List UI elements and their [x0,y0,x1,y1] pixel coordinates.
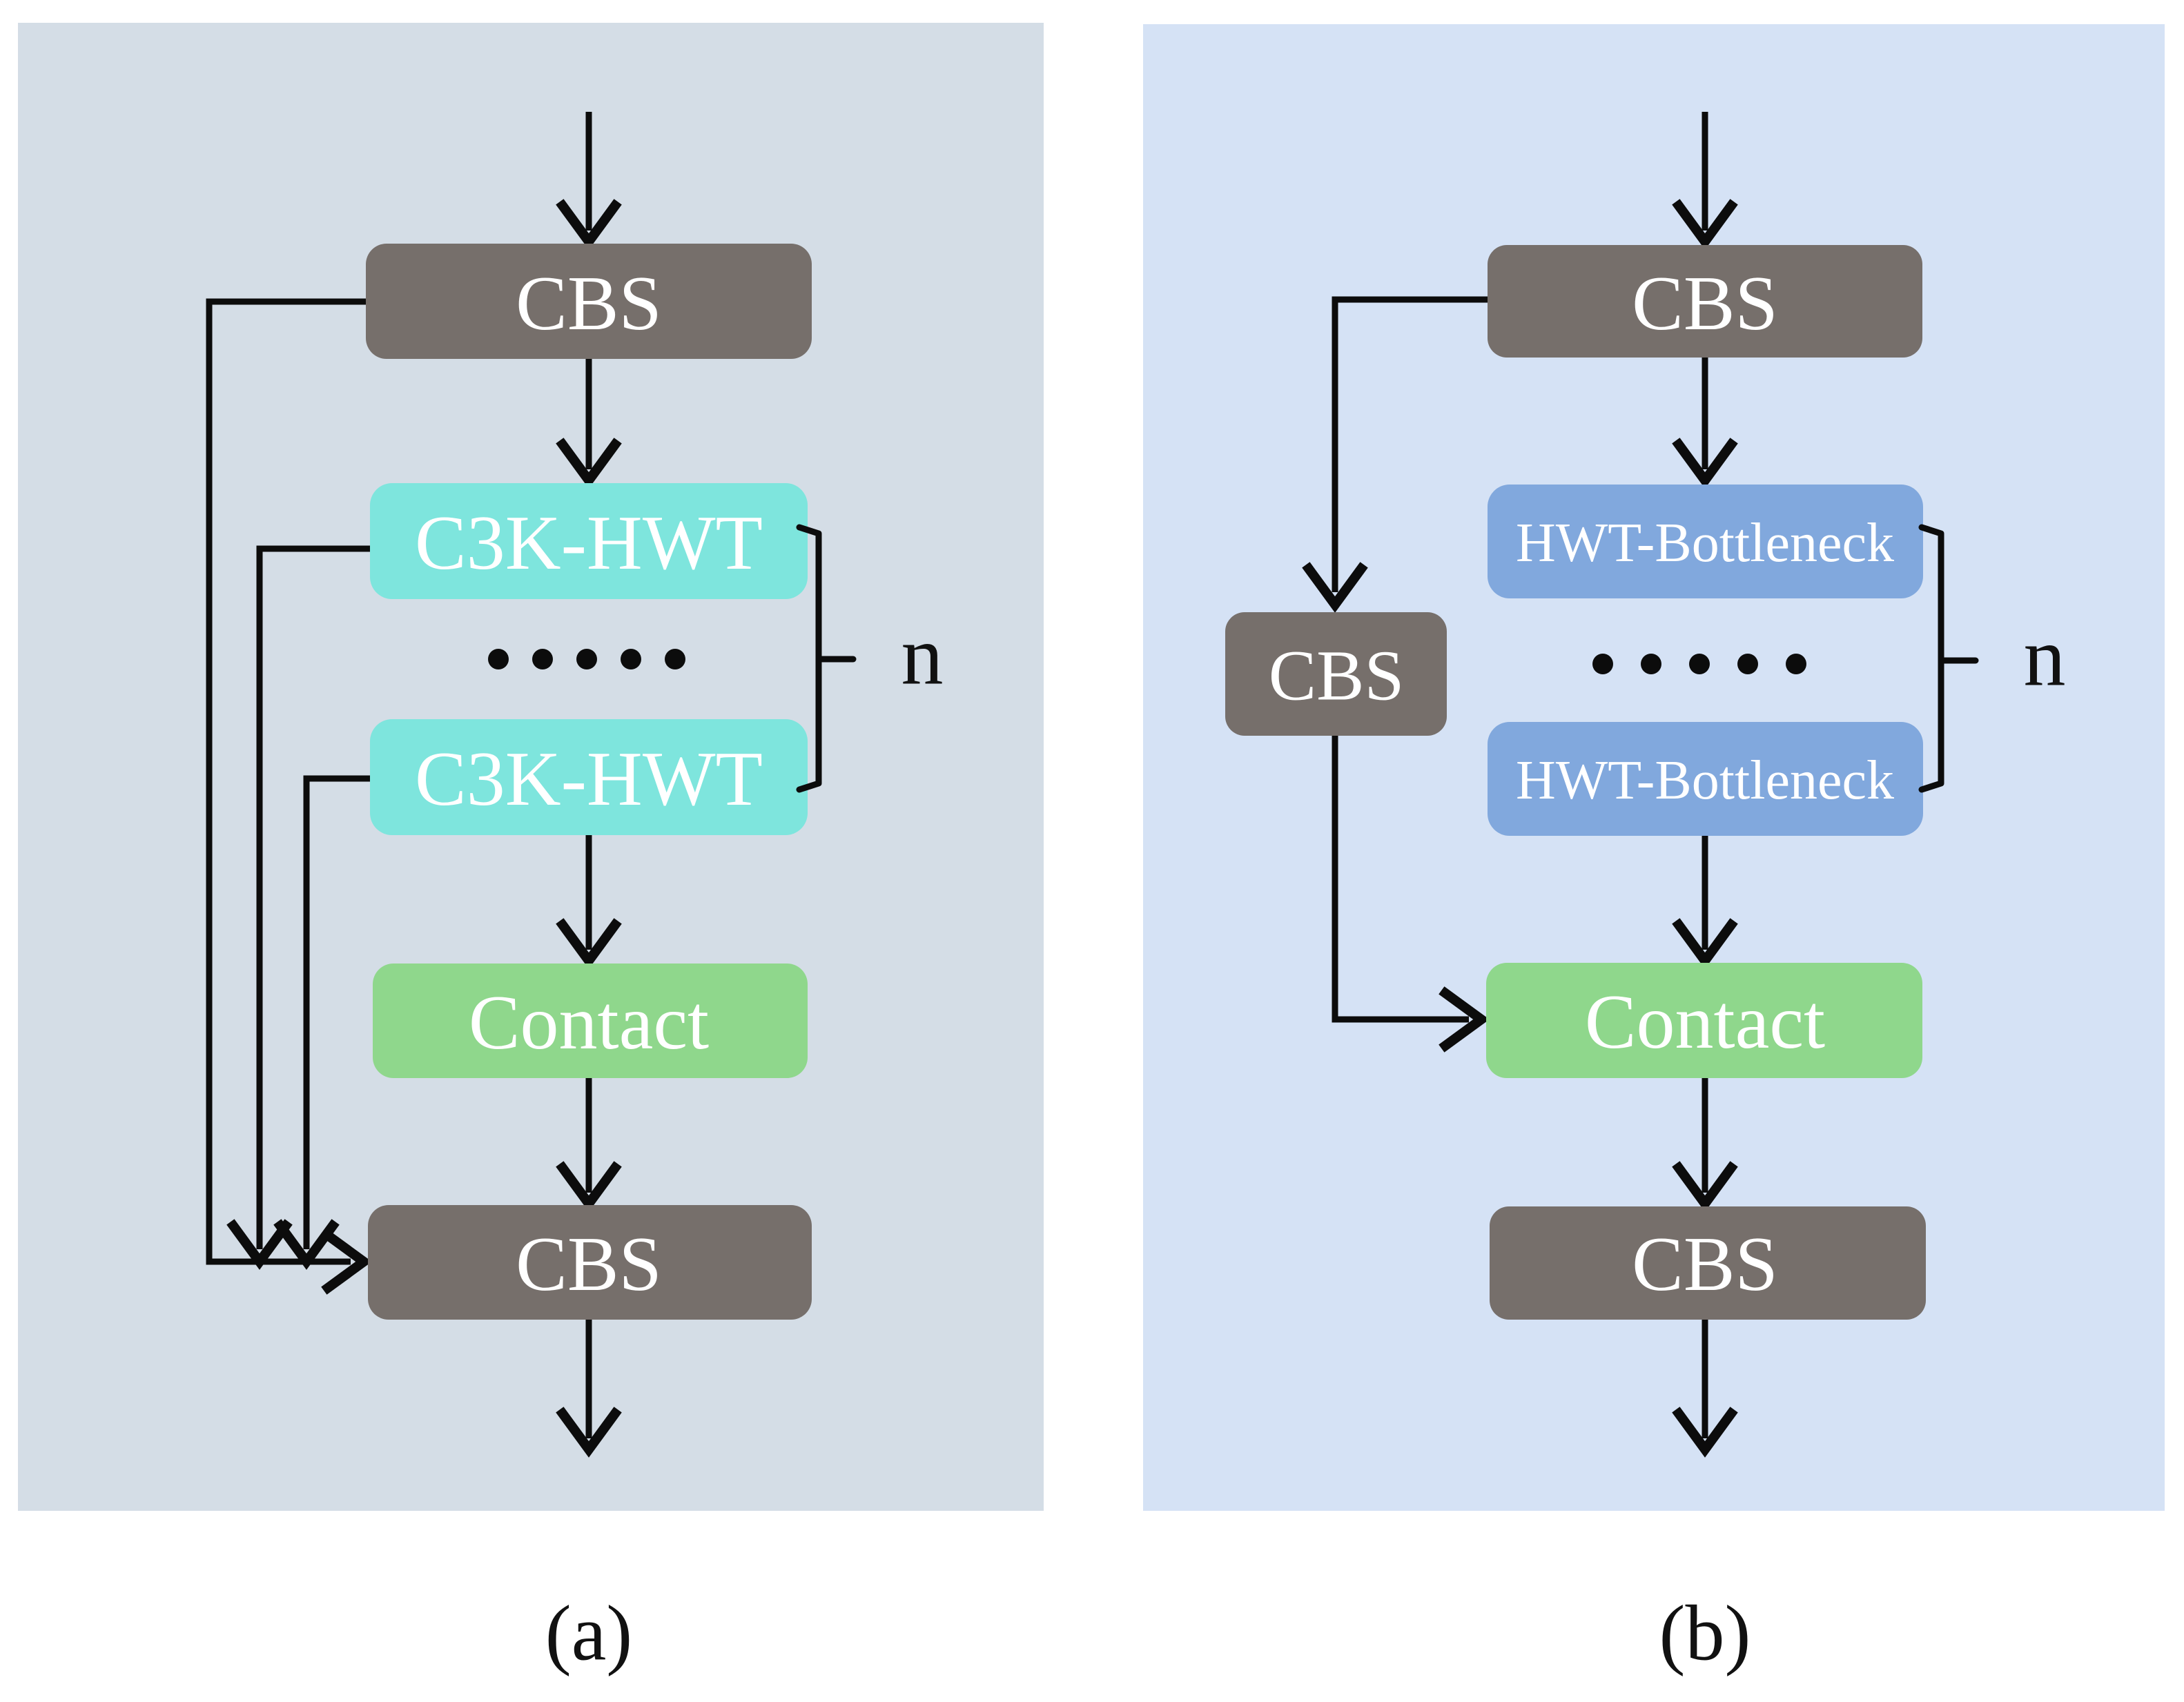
node-label-cbs-top-a: CBS [516,261,662,346]
arrowhead-down-icon [1672,1407,1738,1458]
ellipsis-dots-b [1592,654,1806,674]
node-c3k-hwt-1-a: C3K-HWT [370,483,808,599]
arrowhead-down-icon [1672,918,1738,969]
skip-connection-c3k2-to-merge-a [273,775,370,1270]
flow-arrow-contact-to-cbs-a [556,1078,622,1212]
node-label-cbs-top-b: CBS [1632,261,1778,346]
node-hwt-bottleneck-2-b: HWT-Bottleneck [1488,722,1923,836]
ellipsis-dot-icon [488,649,509,669]
arrowhead-down-icon [1672,199,1738,250]
node-hwt-bottleneck-1-b: HWT-Bottleneck [1488,485,1923,598]
arrowhead-right-icon [1439,986,1490,1053]
node-label-contact-b: Contact [1585,979,1825,1065]
ellipsis-dots-a [488,649,685,669]
ellipsis-dot-icon [1737,654,1758,674]
node-label-cbs-bottom-a: CBS [516,1222,662,1307]
arrowhead-down-icon [1302,562,1368,613]
flow-arrow-into-cbs-top-a [556,112,622,250]
node-label-contact-a: Contact [469,980,709,1066]
node-cbs-bottom-a: CBS [368,1205,812,1320]
ellipsis-dot-icon [1592,654,1613,674]
ellipsis-dot-icon [532,649,553,669]
arrowhead-down-icon [556,438,622,489]
node-label-c3k-hwt-1-a: C3K-HWT [415,500,763,586]
flow-arrow-c3k2-to-contact-a [556,835,622,969]
ellipsis-dot-icon [1689,654,1710,674]
node-cbs-top-a: CBS [366,244,812,359]
flow-arrow-contact-to-cbs-b [1672,1078,1738,1212]
arrowhead-down-icon [273,1219,340,1270]
ellipsis-dot-icon [1641,654,1661,674]
node-cbs-side-b: CBS [1225,612,1447,736]
arrowhead-down-icon [1672,1161,1738,1212]
node-label-hwt-bottleneck-1-b: HWT-Bottleneck [1516,513,1894,574]
flow-arrow-into-cbs-top-b [1672,112,1738,250]
node-c3k-hwt-2-a: C3K-HWT [370,719,808,835]
branch-cbs-top-to-cbs-side-b [1302,296,1488,613]
repeat-bracket-a [796,524,857,793]
node-cbs-bottom-b: CBS [1490,1206,1926,1320]
flow-arrow-out-of-cbs-bottom-b [1672,1320,1738,1458]
branch-cbs-side-to-contact-b [1332,736,1490,1053]
skip-connection-cbs-top-to-cbs-bottom-a [206,298,372,1295]
arrowhead-down-icon [556,1161,622,1212]
ellipsis-dot-icon [576,649,597,669]
skip-connection-c3k1-to-merge-a [226,545,370,1270]
flow-arrow-out-of-cbs-bottom-a [556,1320,622,1458]
arrowhead-down-icon [556,918,622,969]
node-contact-a: Contact [373,964,808,1078]
panel-caption-b: (b) [1659,1589,1751,1677]
node-contact-b: Contact [1486,963,1922,1078]
node-label-c3k-hwt-2-a: C3K-HWT [415,736,763,822]
arrowhead-right-icon [321,1229,372,1295]
arrowhead-down-icon [556,199,622,250]
arrowhead-down-icon [556,1407,622,1458]
ellipsis-dot-icon [1786,654,1806,674]
arrowhead-down-icon [226,1219,293,1270]
repeat-count-label-b: n [2024,611,2066,704]
ellipsis-dot-icon [621,649,641,669]
flow-arrow-hwt2-to-contact-b [1672,836,1738,969]
flow-arrow-cbs-to-c3k1-a [556,359,622,489]
node-label-cbs-side-b: CBS [1269,636,1405,716]
node-label-hwt-bottleneck-2-b: HWT-Bottleneck [1516,750,1894,811]
node-label-cbs-bottom-b: CBS [1632,1222,1778,1307]
arrowhead-down-icon [1672,438,1738,489]
flow-arrow-cbs-to-hwt1-b [1672,358,1738,489]
ellipsis-dot-icon [665,649,685,669]
repeat-bracket-b [1918,524,1979,793]
node-cbs-top-b: CBS [1488,245,1922,358]
panel-caption-a: (a) [545,1589,633,1677]
repeat-count-label-a: n [901,609,944,703]
